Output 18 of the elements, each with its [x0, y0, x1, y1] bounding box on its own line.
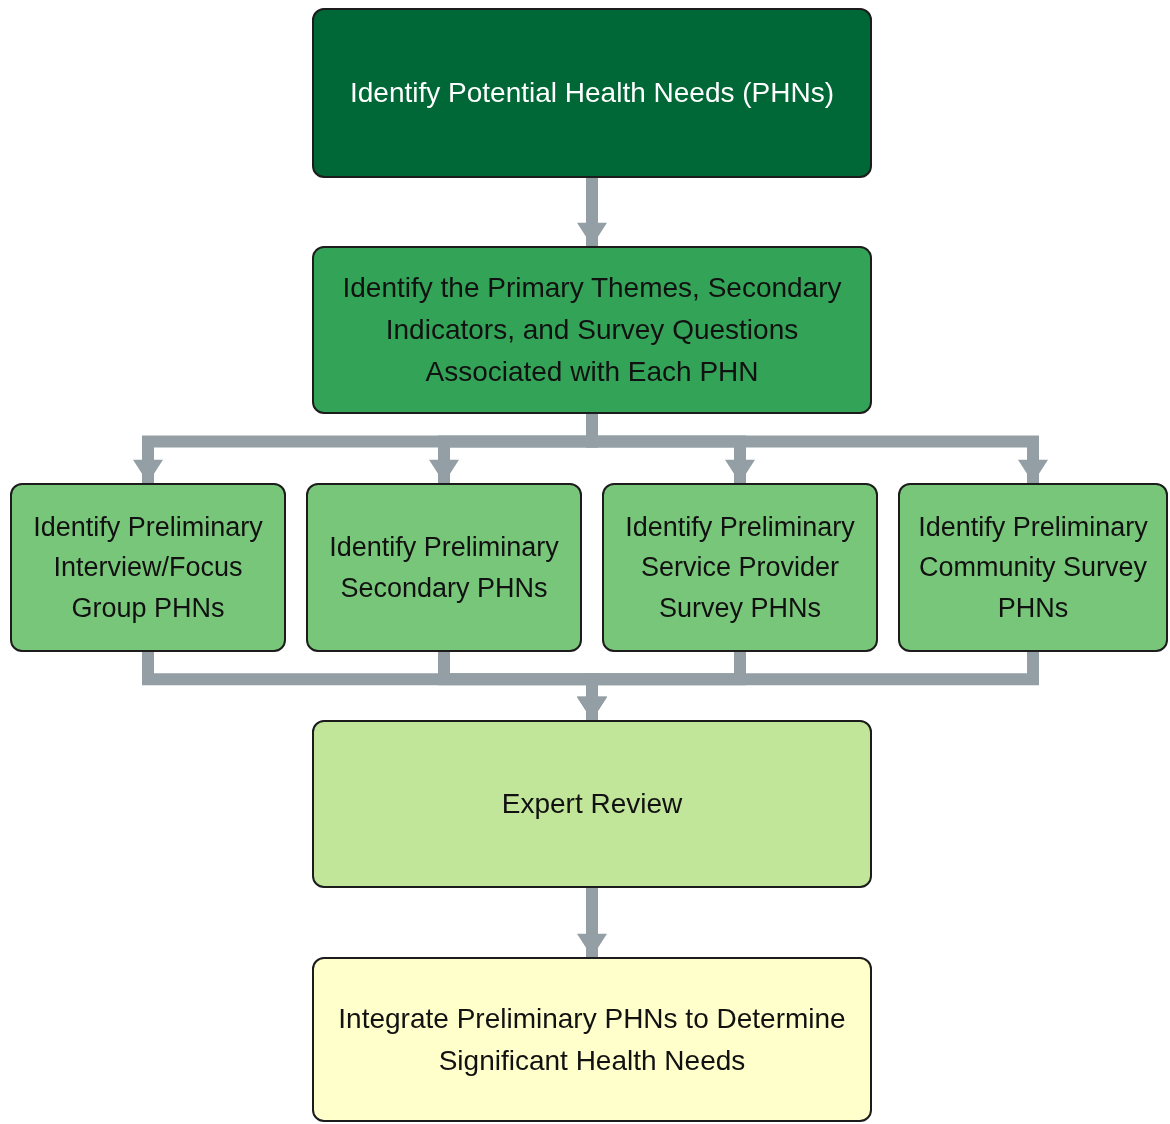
step-text: Identify Preliminary Service Provider Survey PHNs	[624, 510, 856, 625]
process-box	[602, 483, 878, 652]
process-box	[312, 720, 872, 888]
arrow	[577, 888, 607, 957]
step-text: Expert Review	[501, 787, 683, 821]
process-box	[10, 483, 286, 652]
step-text: Integrate Preliminary PHNs to Determine Significant Health Needs	[337, 1001, 847, 1078]
step-text: Identify Preliminary Community Survey PHNs	[917, 510, 1149, 625]
step-text: Identify the Primary Themes, Secondary Indicators, and Survey Questions Associated with Each PHN	[341, 271, 843, 389]
process-box	[312, 246, 872, 414]
process-box	[312, 8, 872, 178]
step-text: Identify Preliminary Secondary PHNs	[328, 531, 560, 605]
process-box	[312, 957, 872, 1122]
step-text: Identify Preliminary Interview/Focus Group PHNs	[32, 510, 264, 625]
arrow	[577, 178, 607, 246]
process-box	[898, 483, 1168, 652]
step-text: Identify Potential Health Needs (PHNs)	[350, 76, 834, 110]
process-box	[306, 483, 582, 652]
